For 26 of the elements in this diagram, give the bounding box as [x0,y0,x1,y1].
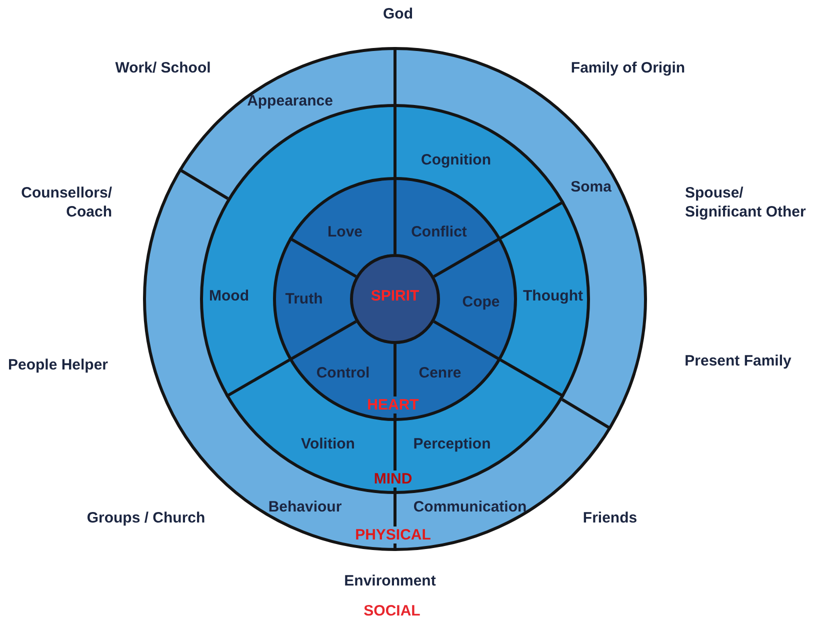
social-label: People Helper [8,356,108,376]
sector-label: Control [316,366,370,380]
social-label: Environment [344,572,436,592]
social-label: God [383,6,413,24]
sector-label: Conflict [411,224,467,240]
sector-label: Soma [570,180,612,194]
social-label: Spouse/ Significant Other [685,184,807,222]
sector-label: Cope [462,294,500,310]
social-label: Groups / Church [86,510,206,528]
sector-label: Communication [413,500,527,514]
social-label: Friends [582,510,638,528]
sector-label: Mood [209,288,249,304]
sector-label: Love [328,224,362,240]
sector-label: Behaviour [268,500,342,514]
sector-label: Cognition [421,152,491,168]
sector-label: Thought [523,288,583,304]
sector-label: Cenre [418,366,462,380]
sector-label: Volition [301,436,355,452]
social-label: Counsellors/ Coach [20,184,112,222]
social-label: Work/ School [115,60,211,78]
sector-label: Appearance [247,94,333,108]
social-label: Family of Origin [570,60,686,78]
sector-label: Truth [285,292,323,306]
social-label: Present Family [684,352,792,372]
sector-label: Perception [413,436,491,452]
layer-title: SOCIAL [364,602,420,622]
